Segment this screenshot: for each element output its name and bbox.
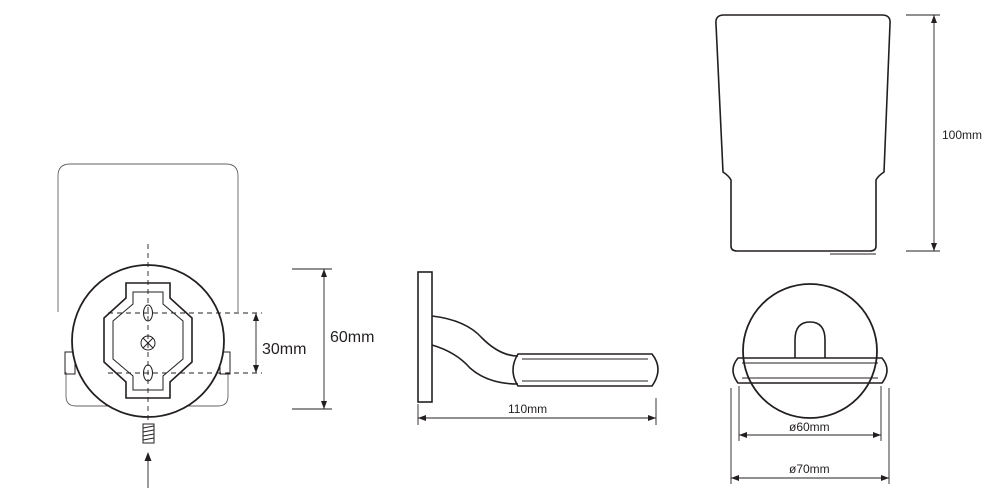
wall-plate-circle	[71, 264, 225, 418]
plate-height-label: 60mm	[330, 329, 374, 346]
side-arm-top	[431, 315, 519, 357]
top-view: ø60mm ø70mm	[730, 283, 890, 484]
front-view: 30mm 60mm	[57, 163, 374, 488]
cup-outline	[715, 14, 891, 252]
height-total-label: 100mm	[942, 128, 982, 142]
side-ring	[512, 353, 659, 387]
cup-diameter-label: ø60mm	[789, 420, 830, 434]
side-view: 110mm	[417, 271, 659, 425]
plate-diameter-label: ø70mm	[789, 462, 830, 476]
side-wall-plate	[417, 271, 433, 403]
mounting-bracket	[103, 282, 193, 399]
projection-label: 110mm	[508, 402, 547, 416]
set-screw	[142, 423, 155, 444]
front-cup-outline	[57, 163, 239, 312]
screw-spacing-label: 30mm	[262, 341, 306, 358]
top-plate-circle	[742, 283, 878, 419]
cup-view: 100mm	[715, 14, 982, 255]
set-screw-arrow-head	[144, 452, 152, 461]
side-arm-bottom	[431, 344, 519, 385]
mounting-bracket-inner	[112, 291, 184, 391]
top-arm	[794, 321, 826, 358]
top-ring	[732, 357, 888, 384]
